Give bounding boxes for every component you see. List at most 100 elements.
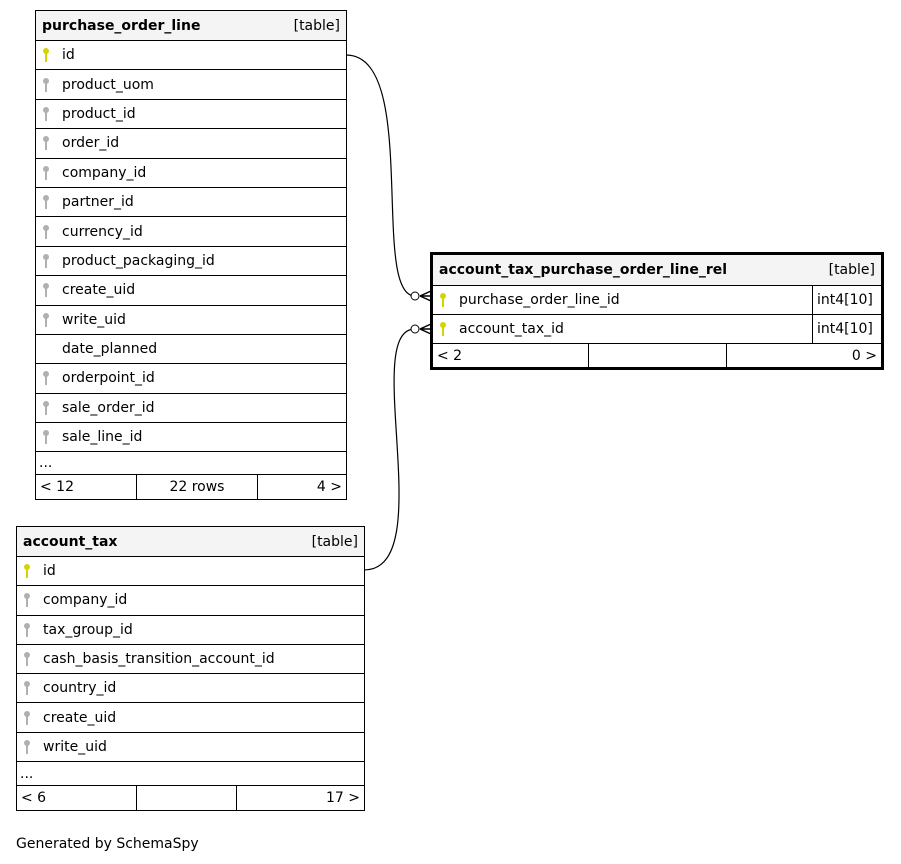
column-row[interactable]: cash_basis_transition_account_id bbox=[17, 645, 364, 675]
parents-count[interactable]: < 6 bbox=[21, 790, 47, 807]
table-footer: < 6 17 > bbox=[17, 786, 364, 811]
children-count[interactable]: 17 > bbox=[236, 786, 364, 811]
foreign-key-icon bbox=[42, 282, 62, 298]
foreign-key-icon bbox=[42, 253, 62, 269]
foreign-key-icon bbox=[42, 312, 62, 328]
column-row[interactable]: id bbox=[36, 41, 346, 71]
children-count[interactable]: 4 > bbox=[257, 475, 346, 500]
foreign-key-icon bbox=[42, 135, 62, 151]
column-row[interactable]: date_planned bbox=[36, 335, 346, 365]
foreign-key-icon bbox=[42, 370, 62, 386]
column-name: create_uid bbox=[43, 709, 117, 726]
crows-foot-icon bbox=[419, 323, 432, 335]
column-name: currency_id bbox=[62, 223, 143, 240]
column-row[interactable]: create_uid bbox=[36, 276, 346, 306]
column-row[interactable]: product_uom bbox=[36, 70, 346, 100]
primary-key-icon bbox=[439, 321, 459, 337]
table-name: purchase_order_line bbox=[42, 17, 201, 34]
column-name: sale_order_id bbox=[62, 399, 155, 416]
column-type: int4[10] bbox=[812, 315, 881, 343]
column-name: date_planned bbox=[62, 341, 158, 358]
column-row[interactable]: orderpoint_id bbox=[36, 364, 346, 394]
table-name: account_tax bbox=[23, 533, 118, 550]
foreign-key-icon bbox=[42, 165, 62, 181]
column-name: order_id bbox=[62, 135, 120, 152]
parents-count[interactable]: < 12 bbox=[40, 479, 74, 496]
column-row[interactable]: sale_line_id bbox=[36, 423, 346, 453]
column-name: company_id bbox=[43, 592, 128, 609]
column-row[interactable]: product_id bbox=[36, 100, 346, 130]
column-name: create_uid bbox=[62, 282, 136, 299]
row-count bbox=[135, 786, 237, 811]
column-name: account_tax_id bbox=[459, 321, 564, 337]
children-count[interactable]: 0 > bbox=[726, 344, 881, 367]
foreign-key-icon bbox=[23, 710, 43, 726]
table-kind: [table] bbox=[311, 533, 358, 550]
column-name: sale_line_id bbox=[62, 429, 143, 446]
column-name: product_packaging_id bbox=[62, 252, 215, 269]
parents-count[interactable]: < 2 bbox=[437, 347, 463, 364]
foreign-key-icon bbox=[42, 77, 62, 93]
table-name: account_tax_purchase_order_line_rel bbox=[439, 262, 728, 278]
column-name: orderpoint_id bbox=[62, 370, 155, 387]
column-name: cash_basis_transition_account_id bbox=[43, 651, 275, 668]
table-header[interactable]: account_tax [table] bbox=[17, 527, 364, 557]
foreign-key-icon bbox=[42, 429, 62, 445]
column-row[interactable]: sale_order_id bbox=[36, 394, 346, 424]
more-columns[interactable]: ... bbox=[36, 452, 346, 476]
column-row[interactable]: create_uid bbox=[17, 703, 364, 733]
column-name: id bbox=[62, 47, 75, 64]
edge-purchase-order-line-id bbox=[345, 54, 416, 297]
column-row[interactable]: tax_group_id bbox=[17, 616, 364, 645]
column-row[interactable]: company_id bbox=[36, 159, 346, 188]
column-name: company_id bbox=[62, 164, 147, 181]
column-row[interactable]: account_tax_id int4[10] bbox=[433, 315, 881, 344]
column-name: purchase_order_line_id bbox=[459, 292, 620, 308]
table-kind: [table] bbox=[828, 262, 875, 278]
column-name: country_id bbox=[43, 680, 117, 697]
table-account-tax-purchase-order-line-rel[interactable]: account_tax_purchase_order_line_rel [tabl… bbox=[430, 252, 884, 370]
edge-end-circle bbox=[410, 291, 420, 301]
table-header[interactable]: purchase_order_line[table] bbox=[36, 11, 346, 41]
column-name: product_id bbox=[62, 105, 136, 122]
column-name: product_uom bbox=[62, 76, 154, 93]
column-row[interactable]: partner_id bbox=[36, 188, 346, 218]
foreign-key-icon bbox=[23, 592, 43, 608]
column-name: id bbox=[43, 563, 56, 580]
primary-key-icon bbox=[42, 47, 62, 63]
foreign-key-icon bbox=[23, 651, 43, 667]
column-row[interactable]: country_id bbox=[17, 674, 364, 704]
column-name: partner_id bbox=[62, 194, 134, 211]
foreign-key-icon bbox=[42, 106, 62, 122]
table-account-tax[interactable]: account_tax [table] id company_id tax_group_… bbox=[16, 526, 365, 812]
column-row[interactable]: id bbox=[17, 557, 364, 587]
column-row[interactable]: order_id bbox=[36, 129, 346, 159]
table-header[interactable]: account_tax_purchase_order_line_rel [tabl… bbox=[433, 255, 881, 286]
column-row[interactable]: purchase_order_line_id int4[10] bbox=[433, 286, 881, 315]
column-row[interactable]: product_packaging_id bbox=[36, 247, 346, 277]
foreign-key-icon bbox=[23, 622, 43, 638]
foreign-key-icon bbox=[42, 224, 62, 240]
edge-account-tax-id bbox=[363, 328, 416, 571]
generated-by-credit: Generated by SchemaSpy bbox=[16, 836, 199, 852]
column-name: write_uid bbox=[43, 738, 107, 755]
edge-end-circle bbox=[410, 324, 420, 334]
column-row[interactable]: currency_id bbox=[36, 217, 346, 247]
foreign-key-icon bbox=[42, 194, 62, 210]
column-row[interactable]: write_uid bbox=[17, 733, 364, 763]
table-footer: < 2 0 > bbox=[433, 344, 881, 367]
primary-key-icon bbox=[439, 292, 459, 308]
more-columns[interactable]: ... bbox=[17, 762, 364, 787]
column-name: write_uid bbox=[62, 311, 126, 328]
primary-key-icon bbox=[23, 563, 43, 579]
row-count bbox=[587, 344, 726, 367]
column-type: int4[10] bbox=[812, 286, 881, 314]
column-row[interactable]: write_uid bbox=[36, 306, 346, 335]
foreign-key-icon bbox=[23, 739, 43, 755]
column-name: tax_group_id bbox=[43, 621, 133, 638]
crows-foot-icon bbox=[419, 290, 432, 302]
column-row[interactable]: company_id bbox=[17, 586, 364, 616]
